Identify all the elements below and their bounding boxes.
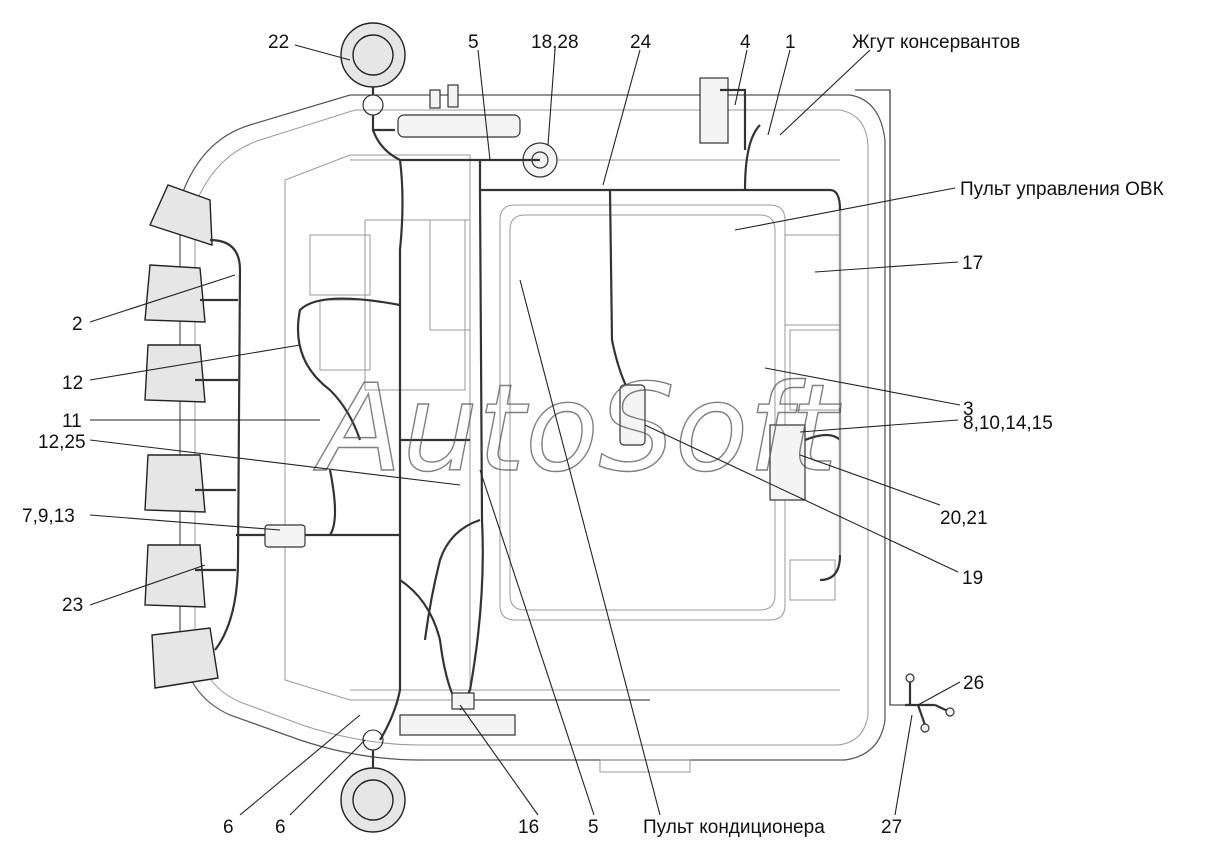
label-2: 2: [72, 314, 83, 335]
label-3: 3: [963, 399, 974, 420]
cab-outline: [179, 94, 886, 773]
callout-labels: 22 5 18,28 24 4 1 Жгут консервантов Пуль…: [22, 32, 1164, 838]
label-22: 22: [268, 32, 289, 53]
beacon-bottom: [340, 729, 406, 833]
label-16: 16: [518, 817, 539, 838]
label-12-25: 12,25: [38, 432, 86, 453]
label-18-28: 18,28: [531, 32, 579, 53]
beacon-top: [340, 22, 406, 132]
label-ac-panel: Пульт кондиционера: [643, 817, 825, 838]
work-lights: [144, 184, 219, 689]
label-6-a: 6: [223, 817, 234, 838]
label-23: 23: [62, 595, 83, 616]
module-26-27: [855, 89, 955, 733]
label-6-b: 6: [275, 817, 286, 838]
label-12: 12: [62, 373, 83, 394]
watermark: AutoSoft: [313, 360, 841, 499]
leader-lines: [89, 44, 961, 816]
label-ovk-panel: Пульт управления ОВК: [960, 179, 1164, 200]
label-1: 1: [785, 32, 796, 53]
label-8-10-14-15: 8,10,14,15: [963, 413, 1053, 434]
label-harness: Жгут консервантов: [852, 32, 1020, 53]
label-11: 11: [62, 411, 82, 432]
label-7-9-13: 7,9,13: [22, 506, 75, 527]
label-4: 4: [740, 32, 751, 53]
label-20-21: 20,21: [940, 508, 988, 529]
label-5-top: 5: [468, 32, 479, 53]
label-19: 19: [962, 568, 983, 589]
harness-lines: [195, 88, 842, 741]
label-24: 24: [630, 32, 652, 53]
front-components: [397, 77, 729, 178]
label-26: 26: [963, 673, 984, 694]
label-27: 27: [881, 817, 902, 838]
label-17: 17: [962, 253, 983, 274]
label-5-bottom: 5: [588, 817, 599, 838]
